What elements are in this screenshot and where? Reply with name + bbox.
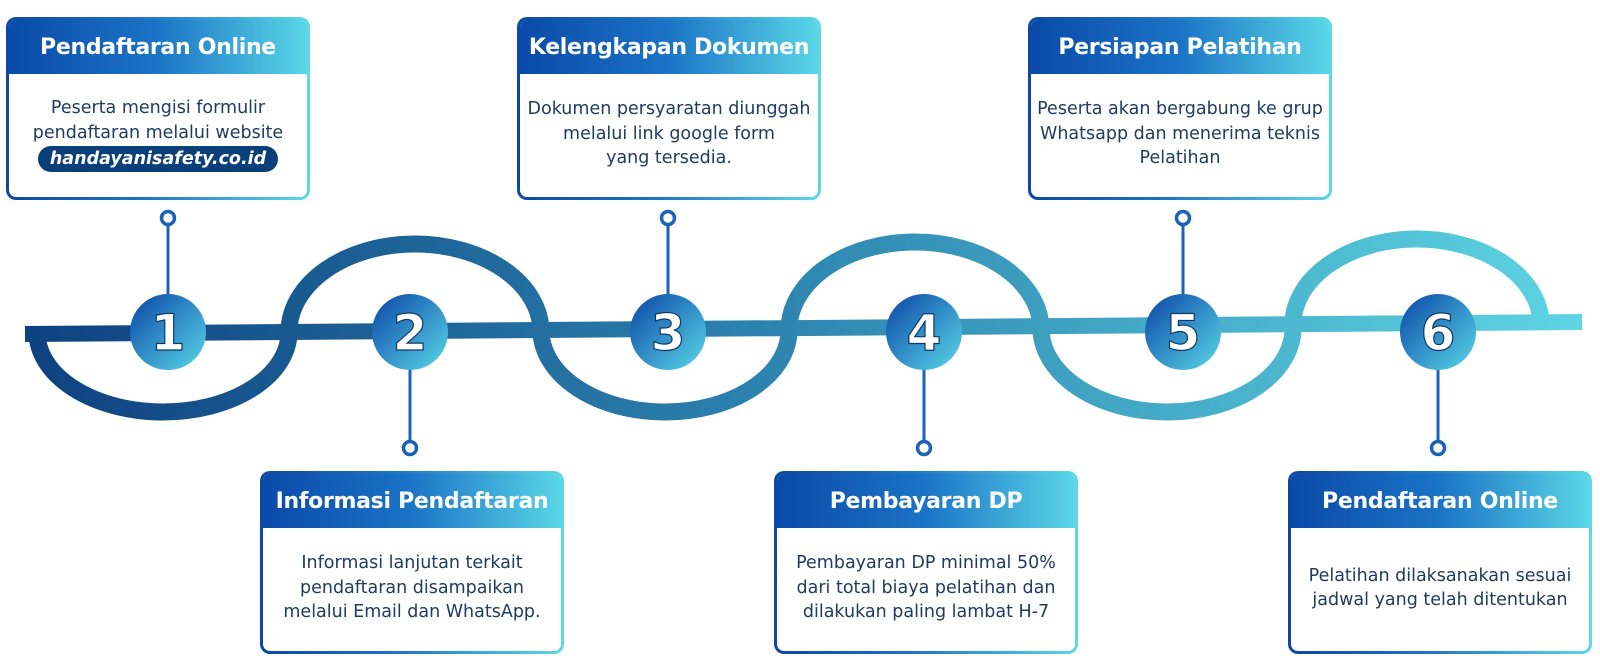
step-description-4: Pembayaran DP minimal 50% dari total bia… bbox=[777, 528, 1075, 648]
description-line: yang tersedia. bbox=[606, 148, 732, 169]
wave-arc-5 bbox=[1032, 327, 1302, 421]
wave-arc-4 bbox=[780, 233, 1050, 331]
description-line: Informasi lanjutan terkait bbox=[301, 553, 523, 574]
description-line: Pembayaran DP minimal 50% bbox=[796, 553, 1056, 574]
description-line: Peserta akan bergabung ke grup bbox=[1037, 99, 1323, 120]
wave-arc-6 bbox=[1284, 230, 1550, 329]
step-number-4: 4 bbox=[907, 304, 942, 362]
description-line: melalui Email dan WhatsApp. bbox=[283, 602, 541, 623]
step-number-6: 6 bbox=[1421, 304, 1456, 362]
step-description-5: Peserta akan bergabung ke grup Whatsapp … bbox=[1031, 74, 1329, 194]
description-line: Pelatihan bbox=[1139, 148, 1221, 169]
description-line: Pelatihan dilaksanakan sesuai bbox=[1308, 565, 1572, 586]
step-description-6: Pelatihan dilaksanakan sesuai jadwal yan… bbox=[1291, 528, 1589, 648]
connector-5 bbox=[1174, 209, 1192, 300]
step-circle-3: 3 bbox=[630, 294, 706, 370]
step-description-1: Peserta mengisi formulir pendaftaran mel… bbox=[9, 74, 307, 194]
description-line: dari total biaya pelatihan dan bbox=[796, 577, 1056, 598]
step-title-3: Kelengkapan Dokumen bbox=[520, 20, 818, 74]
step-title-1: Pendaftaran Online bbox=[9, 20, 307, 74]
baseline-line bbox=[24, 314, 1583, 342]
step-circle-5: 5 bbox=[1145, 294, 1221, 370]
connector-6 bbox=[1429, 365, 1447, 457]
wave-arc-2 bbox=[280, 235, 550, 333]
wave-arc-3 bbox=[532, 329, 798, 421]
step-number-2: 2 bbox=[393, 304, 428, 362]
step-card-5: Persiapan Pelatihan Peserta akan bergabu… bbox=[1028, 17, 1332, 200]
description-line: melalui link google form bbox=[563, 123, 775, 144]
step-circle-6: 6 bbox=[1400, 294, 1476, 370]
step-circle-2: 2 bbox=[372, 294, 448, 370]
step-title-4: Pembayaran DP bbox=[777, 474, 1075, 528]
description-line: Dokumen persyaratan diunggah bbox=[527, 99, 811, 120]
step-number-5: 5 bbox=[1166, 304, 1201, 362]
description-line: pendaftaran melalui website bbox=[32, 122, 284, 143]
step-circle-4: 4 bbox=[886, 294, 962, 370]
connector-4 bbox=[915, 365, 933, 457]
connector-3 bbox=[659, 209, 677, 300]
wave-arc-1 bbox=[28, 331, 298, 421]
step-card-1: Pendaftaran Online Peserta mengisi formu… bbox=[6, 17, 310, 200]
step-circle-1: 1 bbox=[130, 294, 206, 370]
connector-2 bbox=[401, 365, 419, 457]
step-title-2: Informasi Pendaftaran bbox=[263, 474, 561, 528]
description-line: jadwal yang telah ditentukan bbox=[1312, 590, 1568, 610]
connector-1 bbox=[159, 209, 177, 300]
step-number-3: 3 bbox=[651, 304, 686, 362]
step-card-2: Informasi Pendaftaran Informasi lanjutan… bbox=[260, 471, 564, 654]
step-description-2: Informasi lanjutan terkait pendaftaran d… bbox=[263, 528, 561, 648]
step-card-4: Pembayaran DP Pembayaran DP minimal 50% … bbox=[774, 471, 1078, 654]
step-card-6: Pendaftaran Online Pelatihan dilaksanaka… bbox=[1288, 471, 1592, 654]
step-title-6: Pendaftaran Online bbox=[1291, 474, 1589, 528]
website-badge: handayanisafety.co.id bbox=[37, 146, 279, 172]
step-title-5: Persiapan Pelatihan bbox=[1031, 20, 1329, 74]
description-line: Peserta mengisi formulir bbox=[50, 98, 266, 118]
description-line: Whatsapp dan menerima teknis bbox=[1040, 123, 1320, 144]
step-description-3: Dokumen persyaratan diunggah melalui lin… bbox=[520, 74, 818, 194]
step-number-1: 1 bbox=[151, 304, 186, 362]
description-line: dilakukan paling lambat H-7 bbox=[802, 602, 1050, 623]
step-card-3: Kelengkapan Dokumen Dokumen persyaratan … bbox=[517, 17, 821, 200]
description-line: pendaftaran disampaikan bbox=[299, 577, 524, 598]
